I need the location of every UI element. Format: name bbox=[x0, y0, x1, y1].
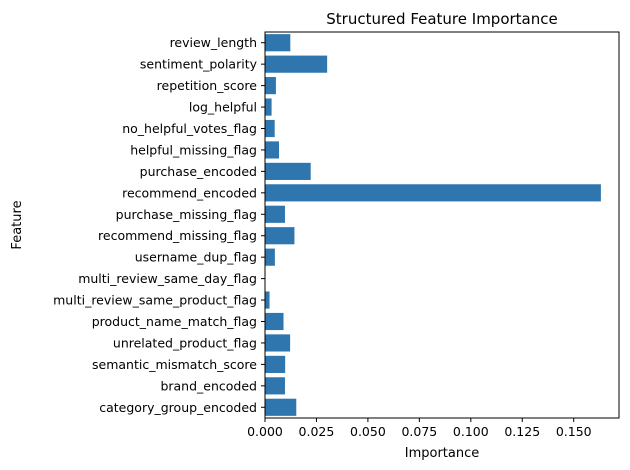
y-tick-label: review_length bbox=[170, 35, 257, 50]
bar-recommend-encoded bbox=[265, 184, 601, 202]
bar-log-helpful bbox=[265, 98, 272, 116]
x-tick-label: 0.000 bbox=[247, 424, 283, 439]
y-tick-label: purchase_missing_flag bbox=[116, 207, 257, 222]
bars-group bbox=[265, 34, 601, 416]
y-tick-label: no_helpful_votes_flag bbox=[122, 121, 257, 136]
y-tick-label: helpful_missing_flag bbox=[130, 142, 257, 157]
bar-review-length bbox=[265, 34, 291, 52]
y-tick-label: category_group_encoded bbox=[99, 400, 257, 415]
x-axis-label: Importance bbox=[405, 446, 480, 461]
bar-username-dup-flag bbox=[265, 248, 275, 266]
bar-helpful-missing-flag bbox=[265, 141, 279, 159]
bar-repetition-score bbox=[265, 77, 276, 95]
y-axis-ticks: review_length sentiment_polarity repetitio… bbox=[53, 35, 265, 415]
x-axis-ticks: 0.000 0.025 0.050 0.075 0.100 0.125 0.150 bbox=[247, 418, 592, 439]
y-tick-label: log_helpful bbox=[189, 100, 257, 115]
bar-brand-encoded bbox=[265, 377, 285, 395]
bar-product-name-match-flag bbox=[265, 312, 284, 331]
x-tick-label: 0.075 bbox=[401, 424, 437, 439]
bar-recommend-missing-flag bbox=[265, 227, 295, 245]
y-tick-label: repetition_score bbox=[157, 78, 258, 93]
chart-title: Structured Feature Importance bbox=[326, 10, 557, 28]
x-tick-label: 0.150 bbox=[556, 424, 592, 439]
y-tick-label: sentiment_polarity bbox=[140, 57, 258, 72]
x-tick-label: 0.100 bbox=[453, 424, 489, 439]
y-tick-label: product_name_match_flag bbox=[92, 314, 257, 329]
y-tick-label: brand_encoded bbox=[160, 378, 257, 393]
bar-unrelated-product-flag bbox=[265, 334, 291, 352]
y-tick-label: recommend_missing_flag bbox=[98, 228, 257, 243]
y-tick-label: purchase_encoded bbox=[140, 164, 257, 179]
y-tick-label: multi_review_same_day_flag bbox=[78, 271, 257, 286]
bar-purchase-encoded bbox=[265, 162, 311, 180]
bar-multi-review-same-product-flag bbox=[265, 291, 270, 309]
y-tick-label: recommend_encoded bbox=[122, 185, 257, 200]
y-tick-label: unrelated_product_flag bbox=[113, 335, 257, 350]
bar-category-group-encoded bbox=[265, 398, 297, 416]
bar-purchase-missing-flag bbox=[265, 205, 285, 223]
y-tick-label: username_dup_flag bbox=[135, 250, 257, 265]
x-tick-label: 0.025 bbox=[299, 424, 335, 439]
y-tick-label: semantic_mismatch_score bbox=[92, 357, 257, 372]
plot-frame bbox=[264, 31, 620, 419]
y-tick-label: multi_review_same_product_flag bbox=[53, 293, 257, 308]
x-tick-label: 0.125 bbox=[504, 424, 540, 439]
x-tick-label: 0.050 bbox=[350, 424, 386, 439]
bar-semantic-mismatch-score bbox=[265, 355, 286, 373]
bar-sentiment-polarity bbox=[265, 55, 328, 73]
bar-no-helpful-votes-flag bbox=[265, 119, 275, 138]
y-axis-label: Feature bbox=[10, 200, 25, 249]
